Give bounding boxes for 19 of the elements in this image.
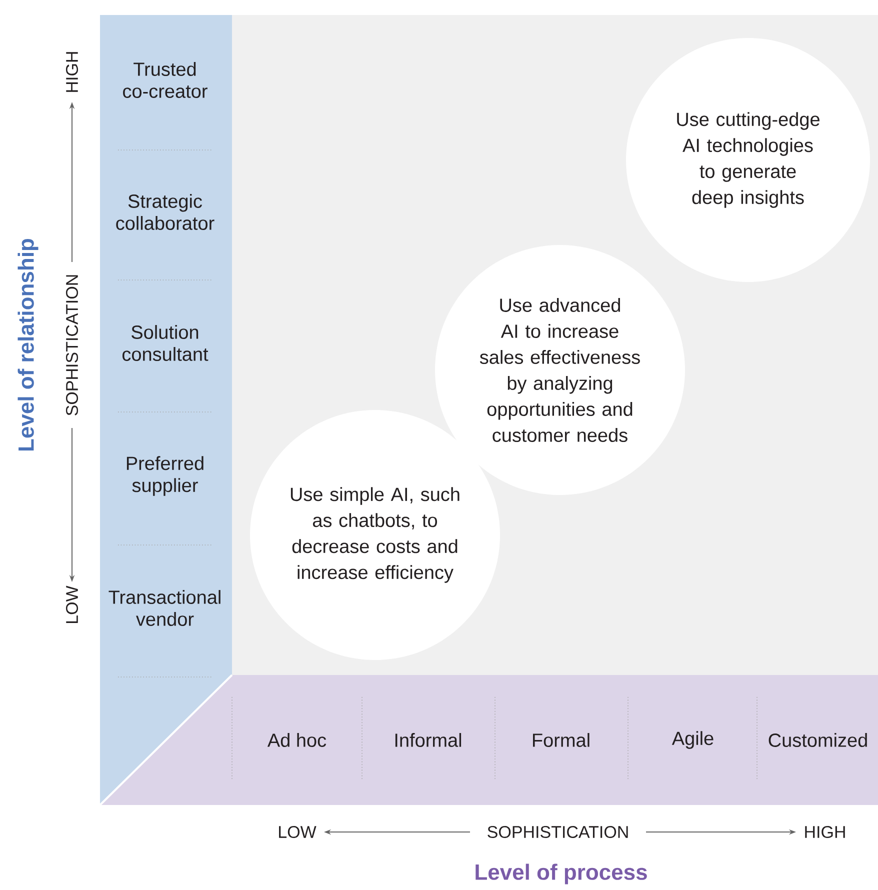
axis-end-label: LOW	[279, 826, 316, 838]
axis-label: SOPHISTICATION	[488, 826, 628, 838]
level-label: Solution consultant	[122, 325, 208, 361]
level-label: Ad hoc	[267, 733, 326, 747]
level-label: Formal	[533, 733, 590, 747]
level-label: Trusted co-creator	[123, 62, 208, 98]
axis-label: SOPHISTICATION	[66, 275, 78, 416]
level-label: Agile	[672, 731, 714, 749]
axis-end-label: HIGH	[66, 52, 78, 92]
level-label: Customized	[768, 733, 867, 747]
axis-title: Level of relationship	[18, 238, 38, 450]
axis-title: Level of process	[476, 864, 647, 884]
axis-end-label: LOW	[66, 586, 78, 623]
level-label: Informal	[395, 733, 462, 747]
axis-end-label: HIGH	[805, 826, 845, 838]
level-label: Preferred supplier	[126, 456, 204, 496]
circle-callout: Use cutting-edge AI technologies to generate deep insights	[626, 38, 870, 282]
level-label: Strategic collaborator	[116, 194, 214, 230]
level-label: Transactional vendor	[108, 590, 220, 626]
